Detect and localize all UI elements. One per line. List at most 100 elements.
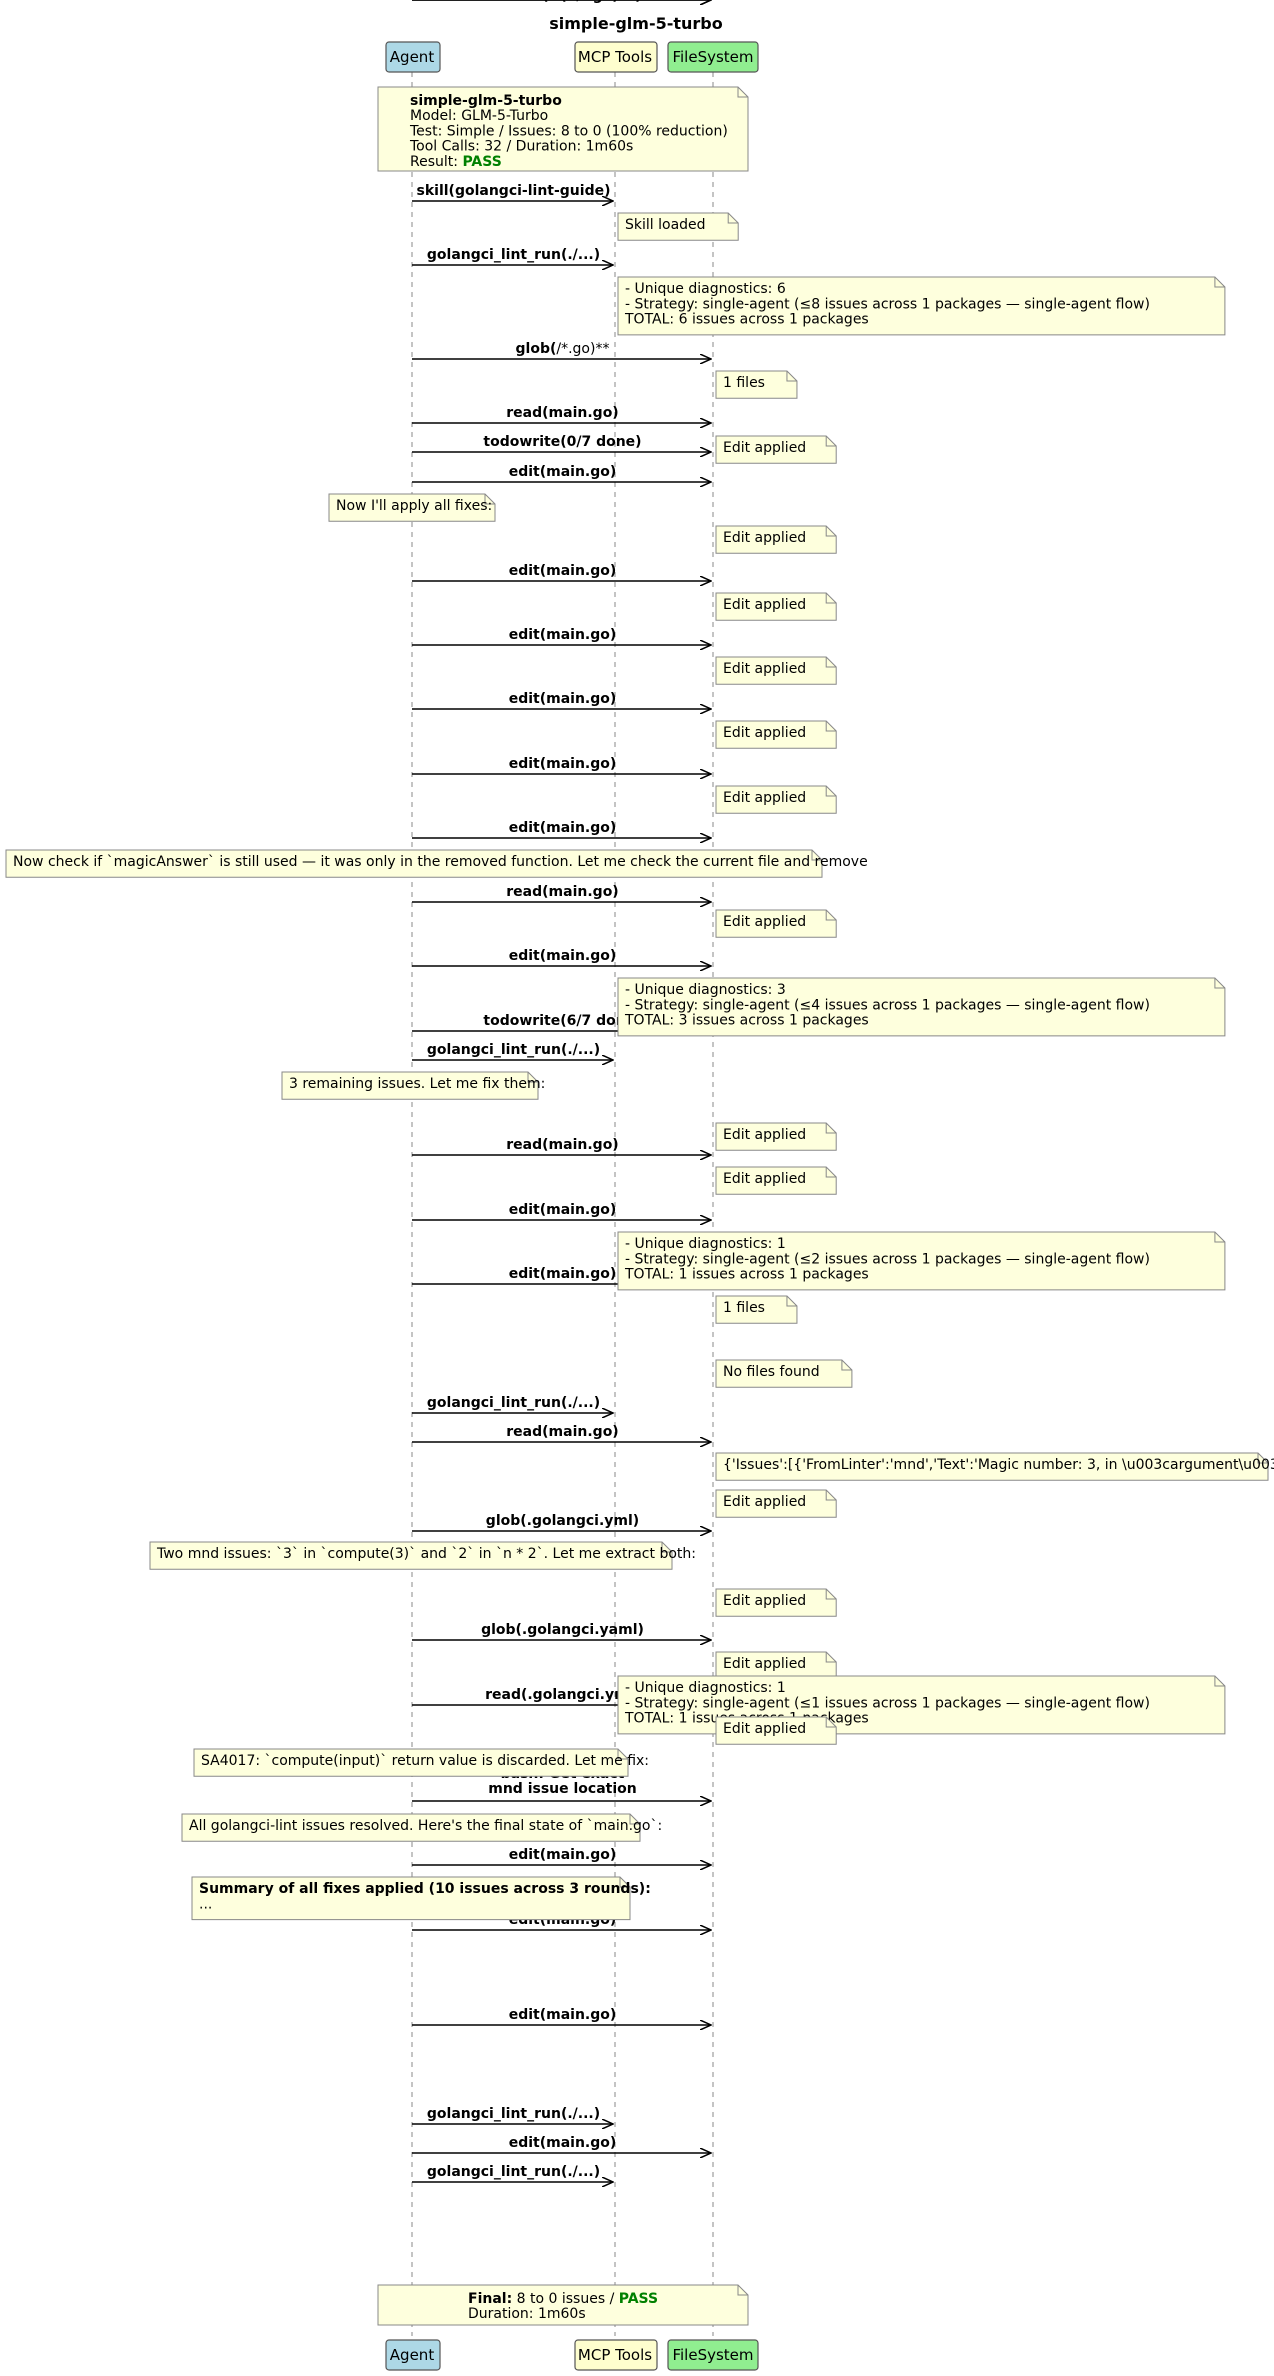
note-text: TOTAL: 1 issues across 1 packages — [624, 1267, 869, 1283]
note: All golangci-lint issues resolved. Here'… — [181, 1813, 662, 1842]
participant-fs-bottom-label: FileSystem — [672, 2346, 753, 2364]
note-text: - Strategy: single-agent (≤8 issues acro… — [625, 296, 1150, 312]
note-shape — [715, 1359, 853, 1388]
note-shape — [617, 1231, 1226, 1291]
note: Edit applied — [715, 525, 837, 554]
note-text: - Strategy: single-agent (≤1 issues acro… — [625, 1695, 1150, 1711]
footer-note-shape — [377, 2284, 749, 2326]
message: todowrite(0/7 done) — [412, 434, 711, 452]
message-label: glob(/*.go)** — [516, 341, 610, 357]
message: golangci_lint_run(./...) — [412, 1395, 613, 1413]
note-text: {'Issues':[{'FromLinter':'mnd','Text':'M… — [723, 1457, 1274, 1473]
note-shape — [193, 1748, 629, 1777]
message-label: read(main.go) — [506, 0, 618, 4]
diagram-title: simple-glm-5-turbo — [549, 14, 723, 33]
message: todowrite(7/7 done) — [412, 0, 711, 4]
note-shape — [281, 1071, 539, 1100]
message: edit(main.go) — [412, 2007, 711, 2025]
note-text: - Unique diagnostics: 3 — [625, 982, 786, 998]
note: - Unique diagnostics: 1- Strategy: singl… — [617, 1231, 1226, 1291]
note: Edit applied — [715, 1489, 837, 1518]
message: skill(golangci-lint-guide) — [412, 183, 613, 201]
participant-mcp-top-box — [574, 41, 658, 73]
note-shape — [328, 493, 496, 522]
note-shape — [715, 656, 837, 685]
message-label: golangci_lint_run(./...) — [427, 1395, 600, 1411]
note-text: Edit applied — [723, 1721, 806, 1737]
note-shape — [149, 1541, 673, 1570]
message-label: read(main.go) — [506, 1424, 618, 1440]
note: Now check if `magicAnswer` is still used… — [5, 849, 868, 878]
note: 1 files — [715, 370, 798, 399]
message-label: edit(main.go) — [509, 563, 617, 579]
message-label: todowrite(7/7 done) — [483, 0, 641, 4]
note-shape — [715, 1651, 837, 1680]
message: read(main.go) — [412, 0, 711, 4]
participant-mcp-bottom-box — [574, 2339, 658, 2371]
note: Now I'll apply all fixes: — [328, 493, 496, 522]
note: Edit applied — [715, 435, 837, 464]
message-label: golangci_lint_run(./...) — [427, 1042, 600, 1058]
note-text: - Strategy: single-agent (≤4 issues acro… — [625, 997, 1150, 1013]
note-shape — [715, 785, 837, 814]
message-label: read(.golangci.yml) — [485, 1687, 640, 1703]
message: edit(main.go) — [412, 948, 711, 966]
note-text: Edit applied — [723, 530, 806, 546]
message: edit(main.go) — [412, 2135, 711, 2153]
message-label: golangci_lint_run(./...) — [427, 247, 600, 263]
header-note-pass-badge: PASS — [462, 154, 501, 170]
note: Edit applied — [715, 909, 837, 938]
note-shape — [715, 720, 837, 749]
note-text: SA4017: `compute(input)` return value is… — [201, 1753, 649, 1769]
note: {'Issues':[{'FromLinter':'mnd','Text':'M… — [715, 1452, 1274, 1481]
message-label: edit(main.go) — [509, 948, 617, 964]
message-label: read(main.go) — [506, 884, 618, 900]
participant-fs-bottom-box — [667, 2339, 759, 2371]
message-label: golangci_lint_run(./...) — [427, 2164, 600, 2180]
note-shape — [617, 212, 739, 241]
note: Edit applied — [715, 720, 837, 749]
participant-mcp-bottom-label: MCP Tools — [578, 2346, 652, 2364]
note: Summary of all fixes applied (10 issues … — [191, 1876, 651, 1921]
note: Edit applied — [715, 1588, 837, 1617]
message: golangci_lint_run(./...) — [412, 2164, 613, 2182]
participant-agent-bottom-label: Agent — [390, 2346, 435, 2364]
message: read(main.go) — [412, 1424, 711, 1442]
lifelines — [411, 72, 714, 2336]
note-text: All golangci-lint issues resolved. Here'… — [189, 1818, 662, 1834]
note: Two mnd issues: `3` in `compute(3)` and … — [149, 1541, 696, 1570]
message-label: edit(main.go) — [509, 2135, 617, 2151]
message: glob(.golangci.yaml) — [412, 1622, 711, 1640]
message: edit(main.go) — [412, 820, 711, 838]
note: - Unique diagnostics: 1- Strategy: singl… — [617, 1675, 1226, 1735]
note-shape — [715, 1452, 1269, 1481]
note: SA4017: `compute(input)` return value is… — [193, 1748, 649, 1777]
note-text: Edit applied — [723, 1127, 806, 1143]
note-text: Edit applied — [723, 661, 806, 677]
note: - Unique diagnostics: 3- Strategy: singl… — [617, 977, 1226, 1037]
note-shape — [715, 1166, 837, 1195]
message: golangci_lint_run(./...) — [412, 1042, 613, 1060]
participant-agent-top-box — [385, 41, 441, 73]
header-note-line: Test: Simple / Issues: 8 to 0 (100% redu… — [409, 123, 728, 139]
message-label: edit(main.go) — [509, 820, 617, 836]
note-text: TOTAL: 6 issues across 1 packages — [624, 312, 869, 328]
note-text: - Unique diagnostics: 1 — [625, 1680, 786, 1696]
note-text: Edit applied — [723, 1494, 806, 1510]
message: edit(main.go) — [412, 563, 711, 581]
events: skill(golangci-lint-guide)Skill loadedgo… — [5, 0, 1274, 2182]
message: golangci_lint_run(./...) — [412, 247, 613, 265]
note: Edit applied — [715, 1166, 837, 1195]
note: Edit applied — [715, 1651, 837, 1680]
message: edit(main.go) — [412, 464, 711, 482]
note-shape — [5, 849, 823, 878]
note-text: - Strategy: single-agent (≤2 issues acro… — [625, 1251, 1150, 1267]
participant-agent-top-label: Agent — [390, 48, 435, 66]
note-text: Edit applied — [723, 1171, 806, 1187]
message-label: edit(main.go) — [509, 756, 617, 772]
note-text: Edit applied — [723, 440, 806, 456]
note: Edit applied — [715, 656, 837, 685]
note-text: Edit applied — [723, 725, 806, 741]
